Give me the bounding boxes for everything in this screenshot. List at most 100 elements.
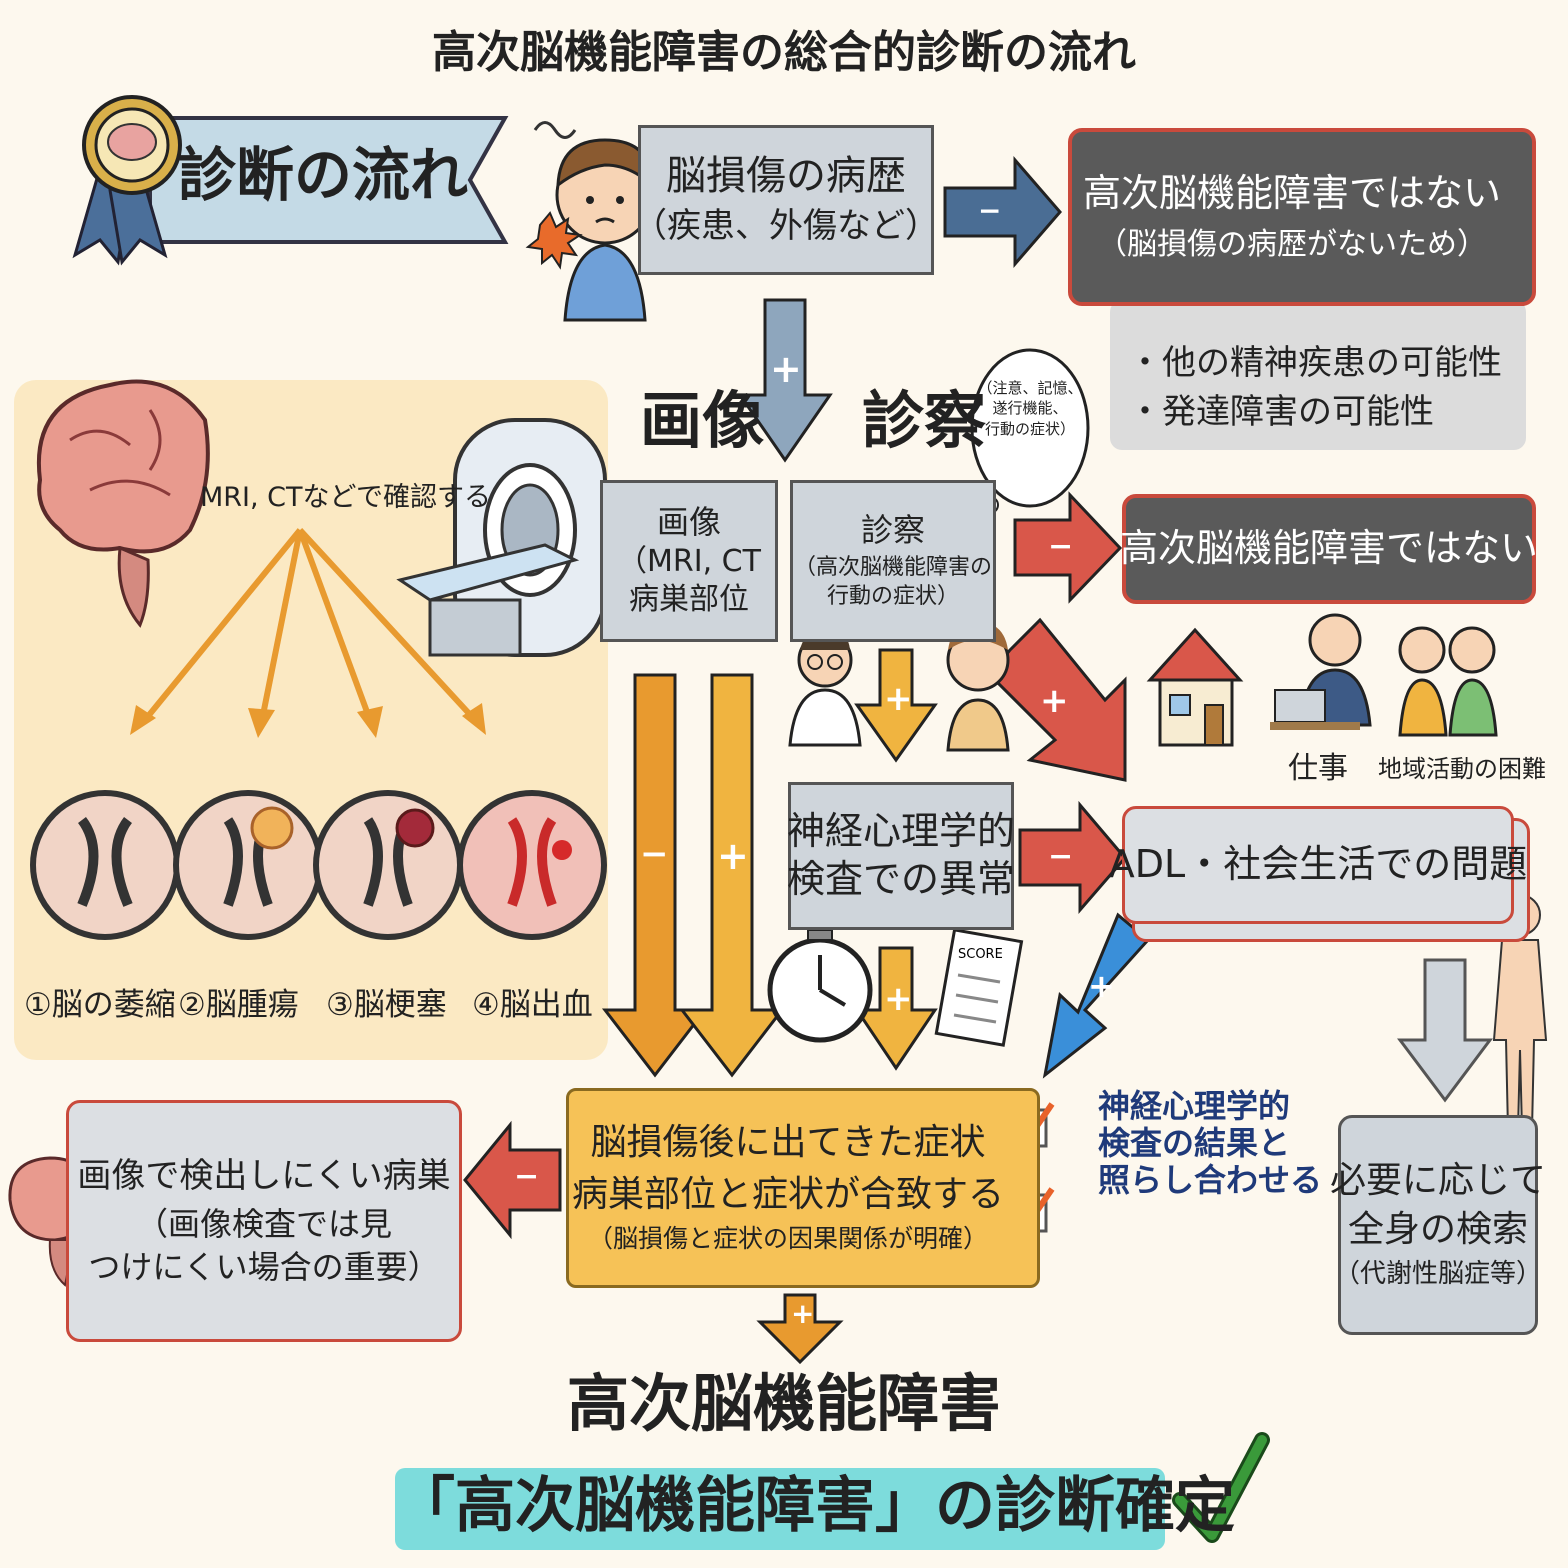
not-disorder-reason-1: （脳損傷の病歴がないため）: [1097, 226, 1487, 262]
exam-adl-positive-arrow: [987, 617, 1127, 782]
consistency-line-3: （脳損傷と症状の因果関係が明確）: [587, 1224, 988, 1254]
adl-np-positive-arrow: [1042, 912, 1151, 1079]
imaging-negative-arrow: [601, 673, 709, 1078]
not-disorder-box-2: 高次脳機能障害ではない: [1120, 494, 1539, 604]
patient-boy-icon: [525, 121, 655, 322]
medal-icon: [82, 95, 182, 195]
sign-exam-minus: −: [1048, 529, 1074, 564]
bubble-line-3: 行動の症状）: [984, 419, 1075, 438]
np-compare-line-3: 照らし合わせる: [1098, 1160, 1323, 1199]
np-compare-line-2: 検査の結果と: [1098, 1123, 1291, 1162]
np-compare-text: 神経心理学的 検査の結果と 照らし合わせる: [1098, 1088, 1322, 1198]
history-positive-arrow: [737, 298, 833, 463]
brain-icon: [36, 379, 210, 628]
whole-body-line-3: （代謝性脳症等）: [1334, 1259, 1543, 1290]
exam-np-positive-arrow: [854, 648, 938, 763]
whole-body-box: 必要に応じて 全身の検索 （代謝性脳症等）: [1330, 1115, 1546, 1335]
exam-box-line-3: 行動の症状）: [826, 584, 959, 610]
sign-imaging-minus: −: [640, 834, 669, 874]
whole-body-line-1: 必要に応じて: [1330, 1159, 1547, 1201]
work-icon: [1270, 613, 1372, 730]
imaging-box-line-2: （MRI, CT: [617, 543, 761, 579]
history-box: 脳損傷の病歴 （疾患、外傷など）: [633, 125, 939, 275]
community-icon: [1398, 626, 1498, 737]
np-adl-negative-arrow: [1018, 800, 1127, 915]
confirm-highlight: [395, 1468, 1165, 1550]
final-title: 高次脳機能障害: [566, 1367, 1001, 1440]
exam-bubble-text: （注意、記憶、 遂行機能、 行動の症状）: [972, 378, 1088, 439]
imaging-box-line-1: 画像: [656, 503, 721, 542]
scan-atrophy: [30, 790, 180, 940]
np-box-line-2: 検査での異常: [787, 857, 1016, 901]
possibility-developmental: ・発達障害の可能性: [1128, 392, 1434, 432]
imaging-type-arrows: [142, 527, 478, 723]
sign-history-minus: −: [978, 194, 1002, 227]
not-disorder-title-2: 高次脳機能障害ではない: [1120, 526, 1539, 571]
final-positive-arrow: [756, 1293, 844, 1365]
whole-body-line-2: 全身の検索: [1347, 1209, 1528, 1251]
final-confirm: 「高次脳機能障害」の診断確定: [395, 1471, 1235, 1541]
possibilities-box: ・他の精神疾患の可能性 ・発達障害の可能性: [1110, 300, 1526, 450]
page-title: 高次脳機能障害の総合的診断の流れ: [432, 27, 1136, 78]
sign-consistency-minus: −: [514, 1159, 540, 1194]
home-icon: [1146, 627, 1244, 747]
mri-scanner-icon: [396, 418, 607, 657]
history-negative-arrow: [943, 155, 1062, 269]
np-consistency-positive-arrow: [854, 946, 938, 1071]
exam-box-line-1: 診察: [860, 511, 925, 550]
consistency-box: 脳損傷後に出てきた症状 病巣部位と症状が合致する （脳損傷と症状の因果関係が明確…: [566, 1088, 1040, 1288]
exam-box: 診察 （高次脳機能障害の 行動の症状）: [790, 480, 996, 642]
possibility-psychiatric: ・他の精神疾患の可能性: [1128, 342, 1502, 383]
np-test-box: 神経心理学的 検査での異常: [787, 782, 1016, 930]
score-sheet-icon: [934, 928, 1024, 1047]
adl-box: ADL・社会生活での問題: [1109, 806, 1527, 924]
np-compare-line-1: 神経心理学的: [1098, 1087, 1291, 1125]
imaging-box-line-3: 病巣部位: [629, 582, 749, 618]
np-box-line-1: 神経心理学的: [787, 809, 1016, 854]
consistency-line-1: 脳損傷後に出てきた症状: [590, 1122, 986, 1164]
sign-exam-np-plus: +: [884, 679, 913, 719]
doctor-icon: [788, 628, 862, 747]
sign-final-plus: +: [791, 1297, 815, 1330]
label-infarction: ③脳梗塞: [326, 987, 447, 1023]
hard-detect-line-3: つけにくい場合の重要）: [88, 1247, 440, 1286]
bubble-line-2: 遂行機能、: [992, 399, 1068, 418]
heading-imaging: 画像: [640, 384, 765, 457]
scan-tumor: [173, 790, 323, 940]
imaging-positive-arrow: [678, 673, 786, 1078]
adl-wholebody-arrow: [1397, 958, 1493, 1103]
badge-label: 診断の流れ: [178, 141, 469, 209]
adl-title: ADL・社会生活での問題: [1108, 842, 1528, 887]
patient-icon: [946, 622, 1010, 752]
label-tumor: ②脳腫瘍: [178, 987, 299, 1023]
exam-negative-arrow: [1013, 491, 1123, 604]
not-disorder-box-1: 高次脳機能障害ではない （脳損傷の病歴がないため）: [1068, 128, 1536, 306]
imaging-box: 画像 （MRI, CT 病巣部位: [600, 480, 778, 642]
imaging-caption: MRI, CTなどで確認する: [200, 482, 491, 513]
scan-hemorrhage: [457, 790, 607, 940]
label-community: 地域活動の困難: [1378, 755, 1546, 783]
hard-detect-box: 画像で検出しにくい病巣 （画像検査では見 つけにくい場合の重要）: [66, 1100, 462, 1342]
hard-detect-line-1: 画像で検出しにくい病巣: [77, 1155, 451, 1196]
sign-np-minus: −: [1048, 839, 1074, 874]
consistency-line-2: 病巣部位と症状が合致する: [571, 1173, 1004, 1215]
bubble-line-1: （注意、記憶、: [977, 379, 1083, 397]
heading-exam: 診察: [862, 384, 987, 457]
sign-exam-adl-plus: +: [1040, 681, 1069, 721]
hard-detect-line-2: （画像検査では見: [135, 1204, 392, 1243]
history-title: 脳損傷の病歴: [666, 153, 906, 200]
scan-infarction: [313, 790, 463, 940]
sign-imaging-plus: +: [717, 834, 749, 878]
not-disorder-title-1: 高次脳機能障害ではない: [1082, 170, 1501, 215]
label-hemorrhage: ④脳出血: [472, 987, 593, 1023]
sign-np-consistency-plus: +: [884, 979, 913, 1019]
sign-history-plus: +: [770, 347, 802, 391]
exam-box-line-2: （高次脳機能障害の: [793, 555, 992, 581]
score-label: SCORE: [958, 947, 1003, 962]
stopwatch-icon: [767, 929, 873, 1043]
label-atrophy: ①脳の萎縮: [24, 987, 176, 1023]
label-work: 仕事: [1288, 751, 1348, 786]
consistency-negative-arrow: [463, 1120, 562, 1240]
sign-adl-np-plus: +: [1088, 967, 1115, 1005]
